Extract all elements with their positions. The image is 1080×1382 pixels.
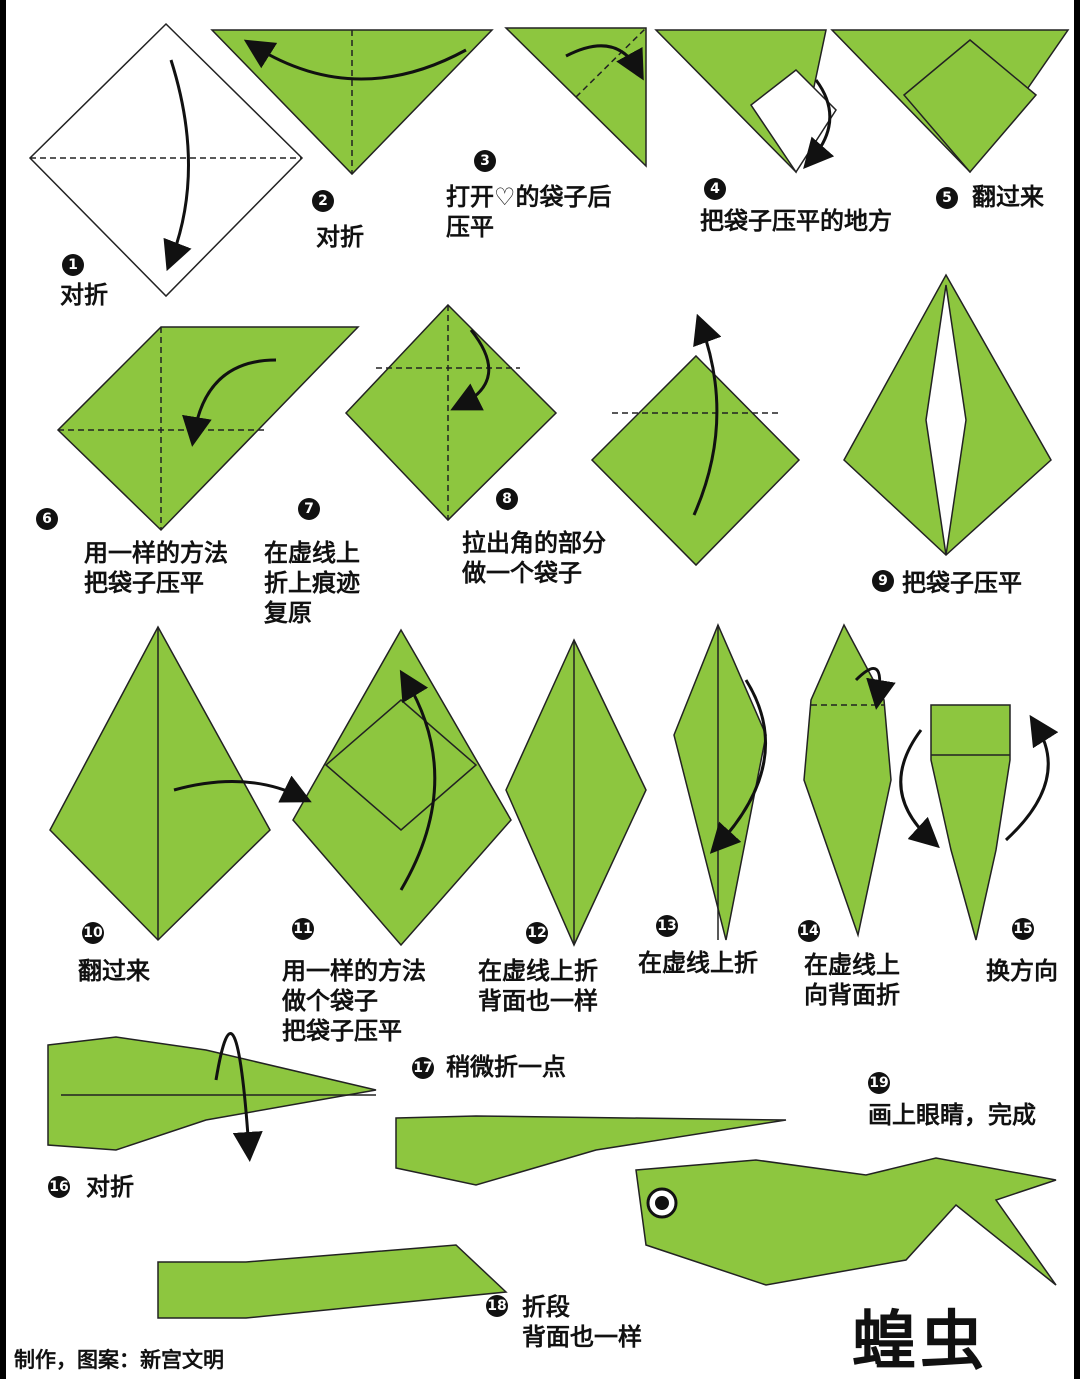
- step-label: 对折: [316, 223, 364, 251]
- step13-paper: [673, 623, 767, 941]
- step-number: 8: [496, 488, 518, 510]
- fold-arrow-16: [214, 1032, 263, 1162]
- fold-arrow-3: [565, 44, 644, 81]
- step-label: 用一样的方法 把袋子压平: [84, 539, 228, 597]
- step-label: 对折: [60, 281, 108, 309]
- step-number: 1: [62, 254, 84, 276]
- fold-arrow-13: [709, 679, 767, 854]
- fold-arrow-8: [692, 313, 722, 516]
- step-number: 4: [704, 178, 726, 200]
- step-label: 稍微折一点: [446, 1053, 566, 1081]
- step17-paper: [395, 1115, 787, 1186]
- step-label: 折段 背面也一样: [522, 1293, 642, 1351]
- rotate-arrow-right: [1004, 714, 1059, 842]
- step-label: 用一样的方法 做个袋子 把袋子压平: [282, 957, 426, 1045]
- fold-arrow-14: [854, 667, 896, 710]
- step-number: 16: [48, 1176, 70, 1198]
- fold-arrow-10: [173, 775, 312, 803]
- step12-paper: [505, 638, 647, 947]
- step-number: 3: [474, 150, 496, 172]
- credit-line: 制作，图案：新宫文明: [14, 1348, 224, 1372]
- step-label: 在虚线上折 背面也一样: [478, 957, 598, 1015]
- step-label: 在虚线上 折上痕迹 复原: [264, 539, 360, 627]
- page-title: 蝗虫: [852, 1305, 988, 1379]
- step15-paper: [930, 704, 1011, 941]
- step-number: 17: [412, 1057, 434, 1079]
- step18-paper: [157, 1244, 508, 1319]
- step-label: 把袋子压平的地方: [700, 207, 892, 235]
- step-number: 7: [298, 498, 320, 520]
- fold-arrow-6: [182, 358, 277, 447]
- step-number: 14: [798, 920, 820, 942]
- step-label: 把袋子压平: [902, 569, 1022, 597]
- step-label: 在虚线上 向背面折: [804, 951, 900, 1009]
- fold-arrow-2: [243, 39, 467, 81]
- step19-grasshopper: [635, 1157, 1057, 1286]
- fold-arrow-4: [803, 79, 835, 170]
- fold-arrow-7: [450, 329, 491, 411]
- step16-paper: [47, 1036, 377, 1151]
- step-number: 9: [872, 570, 894, 592]
- rotate-arrow-left: [899, 729, 940, 849]
- step-number: 19: [868, 1072, 890, 1094]
- step-number: 18: [486, 1295, 508, 1317]
- step-number: 13: [656, 915, 678, 937]
- step8-paper: [590, 354, 801, 567]
- step-label: 翻过来: [972, 183, 1044, 211]
- step-label: 对折: [86, 1173, 134, 1201]
- fold-arrow-1: [163, 59, 192, 272]
- step-label: 翻过来: [78, 957, 150, 985]
- step-label: 拉出角的部分 做一个袋子: [462, 529, 606, 587]
- step-number: 2: [312, 190, 334, 212]
- fold-illustrations: [28, 22, 1070, 1319]
- fold-arrow-11: [399, 669, 437, 891]
- step-number: 12: [526, 922, 548, 944]
- step7-paper: [344, 303, 558, 522]
- step-label: 在虚线上折: [638, 949, 758, 977]
- step-number: 6: [36, 508, 58, 530]
- step1-paper: [28, 22, 304, 298]
- step-number: 10: [82, 922, 104, 944]
- step-number: 5: [936, 187, 958, 209]
- step-number: 11: [292, 918, 314, 940]
- step-label: 换方向: [986, 957, 1058, 985]
- step-number: 15: [1012, 918, 1034, 940]
- step-label: 画上眼睛，完成: [868, 1101, 1036, 1129]
- step10-paper: [49, 625, 271, 942]
- step-label: 打开♡的袋子后 压平: [446, 183, 612, 241]
